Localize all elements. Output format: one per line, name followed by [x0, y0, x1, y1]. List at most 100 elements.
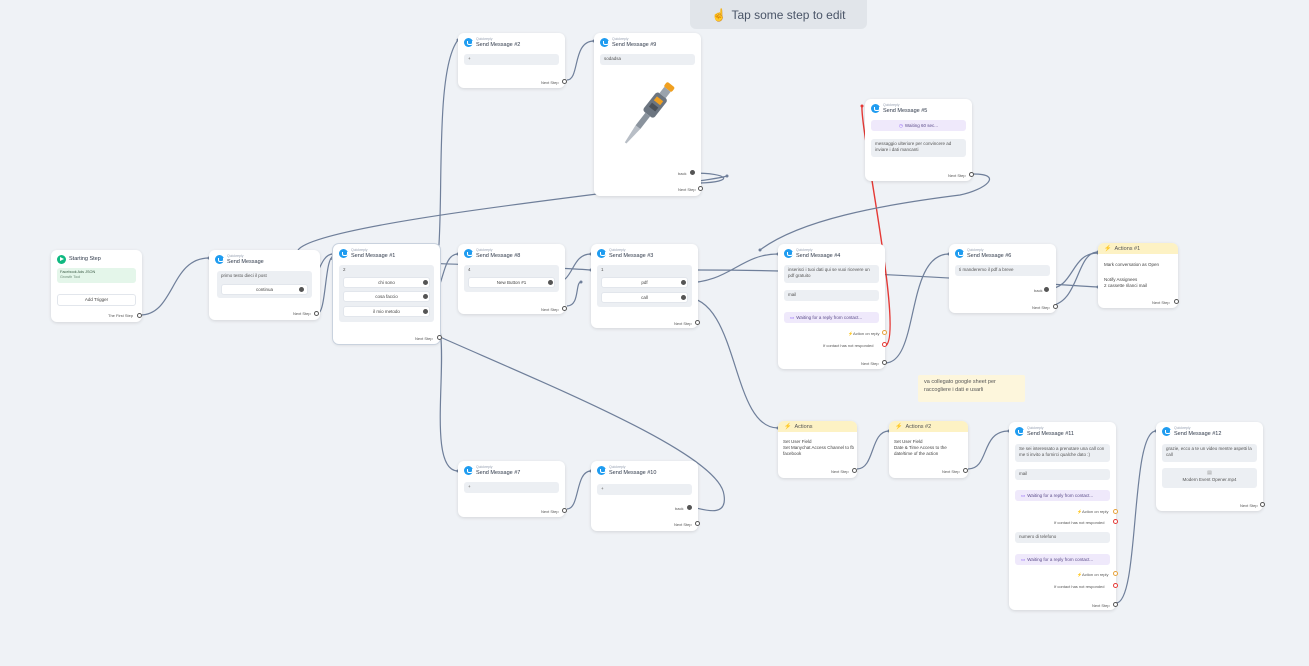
button-port[interactable] [1044, 287, 1049, 292]
mail-input-block[interactable]: mail [1015, 469, 1110, 480]
actions-2-node[interactable]: ⚡Actions #2 Set User Field Date & Time A… [889, 421, 968, 478]
wire-sm5-next[interactable] [759, 173, 991, 251]
wire-sm3-pdf-to-sm4[interactable] [683, 253, 779, 284]
next-step-port[interactable] [969, 172, 974, 177]
wire-sm3-call-to-actions[interactable] [683, 296, 779, 429]
wait-delay-block[interactable]: ◷Waiting 60 sec... [871, 120, 966, 131]
wire-sm8-next[interactable] [566, 281, 582, 307]
video-attachment-block[interactable]: ▤ Modern Event Opener.mp4 [1162, 468, 1257, 488]
starting-step-node[interactable]: Starting Step Facebook Ads JSON Growth T… [51, 250, 142, 322]
button-port[interactable] [681, 280, 686, 285]
next-step-port[interactable] [852, 468, 857, 473]
button-il-mio-metodo[interactable]: il mio metodo [343, 306, 430, 317]
next-step-port[interactable] [695, 320, 700, 325]
bolt-icon: ⚡ [1077, 509, 1082, 514]
button-port[interactable] [299, 287, 304, 292]
button-port[interactable] [423, 280, 428, 285]
wire-sm1-next-to-sm10[interactable] [439, 336, 725, 512]
button-port[interactable] [423, 294, 428, 299]
next-step-port[interactable] [963, 468, 968, 473]
wire-actions-to-actions2[interactable] [856, 430, 890, 470]
button-call[interactable]: call [601, 292, 688, 303]
waiting-reply-block[interactable]: ▭Waiting for a reply from contact... [1015, 490, 1110, 501]
messenger-icon [600, 38, 609, 47]
mail-input-block[interactable]: mail [784, 290, 879, 301]
message-text-block[interactable]: Se sei interessato a prenotare una call … [1015, 444, 1110, 462]
waiting-reply-block[interactable]: ▭Waiting for a reply from contact... [1015, 554, 1110, 565]
button-cosa-faccio[interactable]: cosa faccio [343, 291, 430, 302]
new-button-1[interactable]: New Button #1 [468, 277, 555, 288]
button-port[interactable] [687, 505, 692, 510]
action-on-reply-port[interactable] [1113, 509, 1118, 514]
next-step-port[interactable] [314, 311, 319, 316]
wire-sm4-to-sm5-red[interactable] [861, 105, 891, 347]
trigger-card[interactable]: Facebook Ads JSON Growth Tool [57, 268, 136, 283]
message-text-block[interactable]: messaggio ulteriore per convincere ad in… [871, 139, 966, 157]
message-text-block[interactable]: grazie, ecco a te un video mentre aspett… [1162, 444, 1257, 462]
message-text-block[interactable]: sodadsa [600, 54, 695, 65]
next-step-port[interactable] [562, 79, 567, 84]
button-port[interactable] [548, 280, 553, 285]
message-text-block[interactable]: ti manderemo il pdf a breve [955, 265, 1050, 276]
button-port[interactable] [681, 295, 686, 300]
wire-sm7-to-sm10[interactable] [566, 470, 592, 510]
next-step-port[interactable] [1260, 502, 1265, 507]
wire-actions2-to-sm11[interactable] [967, 430, 1010, 470]
wire-first-to-send[interactable] [139, 257, 210, 316]
next-step-port[interactable] [882, 360, 887, 365]
no-reply-port[interactable] [1113, 583, 1118, 588]
next-step-label: Next Step [942, 469, 960, 474]
action-on-reply-port[interactable] [1113, 571, 1118, 576]
node-title: Send Message #10 [609, 469, 657, 476]
output-port[interactable] [137, 313, 142, 318]
wire-sm2-to-sm9[interactable] [566, 40, 595, 81]
message-text-block[interactable]: + [464, 482, 559, 493]
button-chi-sono[interactable]: chi sono [343, 277, 430, 288]
node-title: Send Message #2 [476, 41, 521, 48]
next-step-port[interactable] [562, 306, 567, 311]
node-title: Send Message #8 [476, 252, 521, 259]
button-port[interactable] [690, 170, 695, 175]
button-pdf[interactable]: pdf [601, 277, 688, 288]
message-text-block[interactable]: inserisci i tuoi dati qui se vuoi riceve… [784, 265, 879, 283]
next-step-port[interactable] [698, 186, 703, 191]
wire-sm9-back[interactable] [691, 172, 724, 184]
sticky-note[interactable]: va collegato google sheet per raccoglier… [918, 375, 1025, 402]
no-reply-port[interactable] [1113, 519, 1118, 524]
message-text-block[interactable]: + [464, 54, 559, 65]
no-reply-port[interactable] [882, 342, 887, 347]
actions-node[interactable]: ⚡Actions Set User Field Set Manychat Acc… [778, 421, 857, 478]
waiting-text: Waiting for a reply from contact... [1027, 557, 1094, 562]
message-button[interactable]: continua [221, 284, 308, 295]
next-step-port[interactable] [562, 508, 567, 513]
next-step-port[interactable] [1053, 304, 1058, 309]
next-step-port[interactable] [1174, 299, 1179, 304]
phone-input-block[interactable]: numero di telefono [1015, 532, 1110, 543]
button-port[interactable] [423, 309, 428, 314]
pipette-image[interactable] [614, 73, 684, 153]
waiting-reply-block[interactable]: ▭Waiting for a reply from contact... [784, 312, 879, 323]
wire-sm11-to-sm12[interactable] [1115, 430, 1157, 604]
wire-sm4-next-to-sm6[interactable] [884, 253, 950, 364]
next-step-port[interactable] [437, 335, 442, 340]
action-on-reply-port[interactable] [882, 330, 887, 335]
next-step-port[interactable] [695, 521, 700, 526]
actions-1-node[interactable]: ⚡Actions #1 Mark conversation as Open No… [1098, 243, 1179, 308]
next-step-port[interactable] [1113, 602, 1118, 607]
block-number: 2 [343, 267, 346, 272]
add-trigger-button[interactable]: Add Trigger [57, 294, 136, 306]
message-text-block[interactable]: + [597, 484, 692, 495]
